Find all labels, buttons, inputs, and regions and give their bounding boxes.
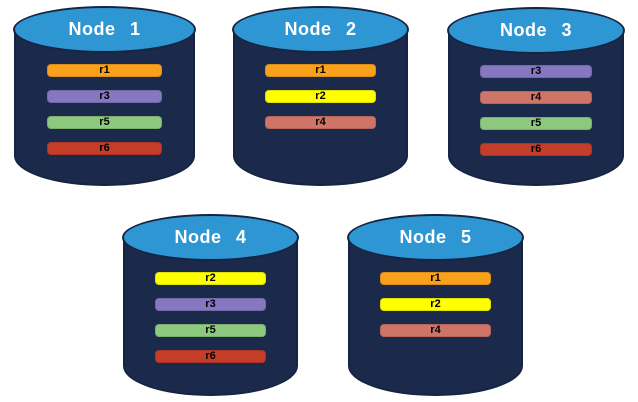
cylinder-top-ellipse: Node 3	[447, 7, 625, 54]
replica-list: r3 r4 r5 r6	[447, 65, 625, 156]
replica-bar-r2: r2	[379, 298, 492, 311]
cylinder-top-ellipse: Node 1	[13, 6, 196, 53]
node-title: Node 2	[284, 19, 357, 39]
node-cylinder-2: Node 2 r1 r2 r4	[232, 6, 409, 188]
node-title: Node 1	[68, 19, 141, 39]
cylinder-body	[123, 237, 298, 396]
replica-bar-r6: r6	[46, 142, 163, 155]
node-cylinder-5: Node 5 r1 r2 r4	[347, 214, 524, 398]
replica-bar-r4: r4	[379, 324, 492, 337]
replica-bar-r6: r6	[479, 143, 593, 156]
replica-bar-r3: r3	[479, 65, 593, 78]
replica-bar-r4: r4	[479, 91, 593, 104]
replica-bar-r5: r5	[479, 117, 593, 130]
replica-bar-r3: r3	[46, 90, 163, 103]
cylinder-top-ellipse: Node 5	[347, 214, 524, 261]
replica-bar-r6: r6	[154, 350, 267, 363]
node-cylinder-1: Node 1 r1 r3 r5 r6	[13, 6, 196, 188]
replica-bar-r4: r4	[264, 116, 377, 129]
replica-bar-r5: r5	[154, 324, 267, 337]
cylinder-body	[233, 29, 408, 186]
replica-bar-r1: r1	[379, 272, 492, 285]
replica-bar-r2: r2	[154, 272, 267, 285]
cylinder-body	[348, 237, 523, 396]
replica-bar-r1: r1	[46, 64, 163, 77]
node-title: Node 5	[399, 227, 472, 247]
cylinder-top-ellipse: Node 4	[122, 214, 299, 261]
node-cylinder-4: Node 4 r2 r3 r5 r6	[122, 214, 299, 398]
node-cylinder-3: Node 3 r3 r4 r5 r6	[447, 7, 625, 188]
replica-list: r2 r3 r5 r6	[122, 272, 299, 363]
cylinder-top-ellipse: Node 2	[232, 6, 409, 53]
cylinder-body	[448, 30, 624, 186]
node-title: Node 3	[499, 20, 572, 40]
replica-bar-r2: r2	[264, 90, 377, 103]
replica-bar-r5: r5	[46, 116, 163, 129]
node-title: Node 4	[174, 227, 247, 247]
replica-bar-r1: r1	[264, 64, 377, 77]
replica-list: r1 r2 r4	[347, 272, 524, 337]
replica-list: r1 r2 r4	[232, 64, 409, 129]
replica-bar-r3: r3	[154, 298, 267, 311]
replica-list: r1 r3 r5 r6	[13, 64, 196, 155]
